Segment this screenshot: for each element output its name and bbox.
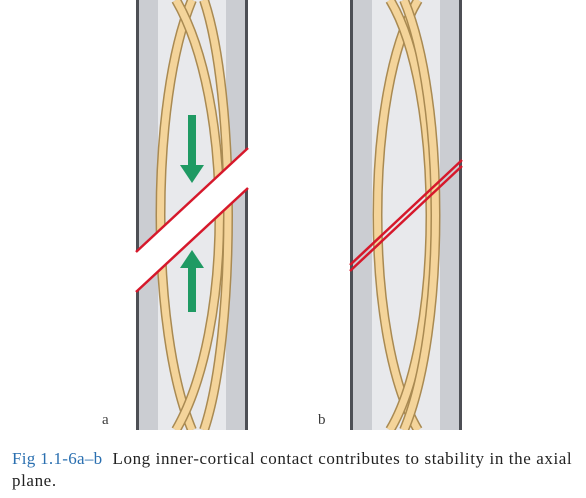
panel-b: b bbox=[318, 0, 463, 430]
figure-number: Fig 1.1-6a–b bbox=[12, 449, 103, 468]
panel-label-a: a bbox=[102, 412, 109, 428]
compression-arrow-down bbox=[180, 115, 204, 183]
panel-a: a bbox=[102, 0, 249, 430]
caption-text: Long inner-cortical contact contributes … bbox=[12, 449, 573, 490]
bone-shaft-b bbox=[350, 0, 462, 430]
fracture-line-upper bbox=[135, 147, 249, 253]
panel-label-b: b bbox=[318, 412, 326, 428]
fracture-line-b bbox=[349, 159, 463, 272]
fixation-diagram: a b bbox=[102, 0, 463, 430]
intramedullary-wires-b bbox=[372, 0, 441, 430]
compression-arrow-up bbox=[180, 250, 204, 312]
fracture-gap-a bbox=[135, 147, 249, 293]
fracture-line-lower bbox=[135, 187, 249, 293]
